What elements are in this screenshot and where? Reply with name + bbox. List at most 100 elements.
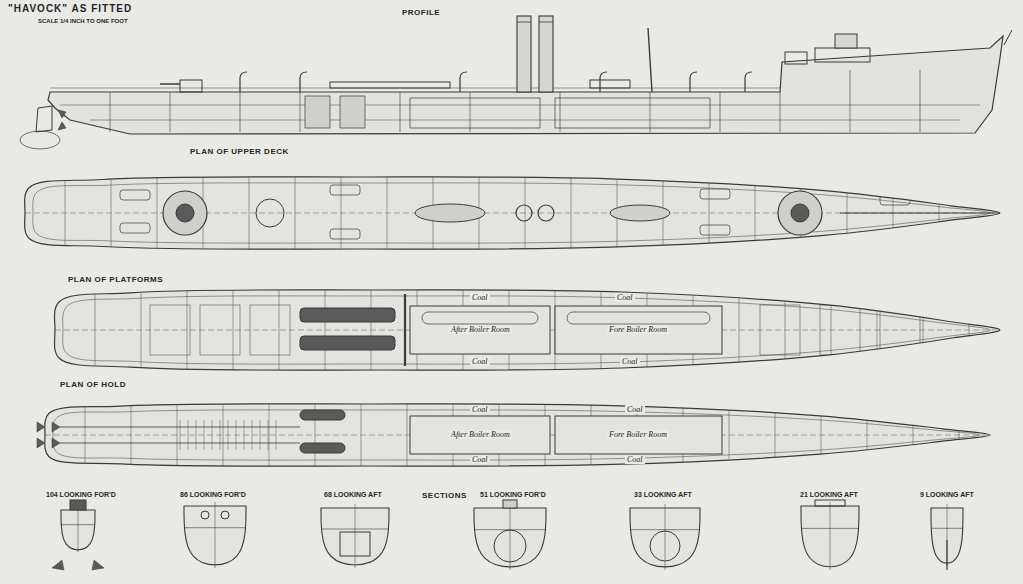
boiler-room	[555, 416, 722, 454]
bridge	[815, 48, 870, 62]
ventilator-plan	[221, 511, 229, 519]
gun-barrel	[160, 83, 180, 85]
bow-line	[840, 212, 1000, 213]
ventilator	[600, 72, 607, 92]
bridge-section	[815, 500, 845, 506]
skylight	[256, 199, 284, 227]
gun-mount	[70, 500, 86, 510]
frame-line	[269, 404, 270, 466]
frame-line	[775, 404, 776, 466]
bulkhead	[720, 92, 721, 132]
section-label: 51 LOOKING FOR'D	[478, 491, 548, 499]
section-label: 104 LOOKING FOR'D	[44, 491, 118, 499]
frame-line	[111, 177, 112, 249]
hull-interior	[55, 290, 1000, 370]
shaft-tunnel-tick	[236, 420, 237, 450]
space-label: Coal	[620, 357, 640, 366]
rudder	[36, 106, 52, 132]
space-label: Coal	[470, 455, 490, 464]
section-21	[801, 500, 859, 570]
gun-mount	[180, 80, 202, 92]
engine	[300, 308, 395, 322]
condenser	[300, 443, 345, 453]
shaft-tunnel-tick	[212, 420, 213, 450]
boiler-section	[650, 531, 680, 561]
frame-line	[157, 177, 158, 249]
frame-line	[877, 290, 878, 370]
frame-line	[223, 404, 224, 466]
hull-outline	[25, 177, 1000, 249]
deck-line	[90, 120, 960, 121]
boiler-section	[494, 530, 526, 562]
space-label: Coal	[470, 293, 490, 302]
section-label: 68 LOOKING AFT	[322, 491, 384, 499]
space-label: After Boiler Room	[449, 325, 512, 334]
frame-line	[755, 177, 756, 249]
cabin	[880, 305, 920, 355]
view-title: PLAN OF UPPER DECK	[188, 147, 291, 156]
frame-line	[295, 177, 296, 249]
shaft-tunnel-tick	[204, 420, 205, 450]
funnel	[517, 16, 531, 92]
frame-line	[913, 404, 914, 466]
deck-house	[330, 82, 450, 88]
frame-line	[969, 290, 970, 370]
deck-house	[590, 80, 630, 88]
funnel-plan	[516, 205, 532, 221]
boiler-room	[410, 416, 550, 454]
frame-line	[85, 404, 86, 466]
frame-line	[525, 177, 526, 249]
space-label: Fore Boiler Room	[607, 430, 669, 439]
frame-line	[739, 290, 740, 370]
propeller-plan	[52, 422, 60, 448]
boiler-profile	[410, 98, 540, 128]
bulkhead	[300, 92, 301, 132]
funnel-plan	[538, 205, 554, 221]
section-label: 21 LOOKING AFT	[798, 491, 860, 499]
frame-line	[95, 290, 96, 370]
bulkhead	[110, 92, 111, 132]
bulkhead	[920, 70, 921, 132]
view-title: PROFILE	[400, 8, 442, 17]
hull-interior	[25, 177, 1000, 249]
mast	[648, 28, 652, 92]
space-label: Coal	[470, 405, 490, 414]
torpedo-tube	[415, 204, 485, 222]
frame-line	[785, 290, 786, 370]
deck-fitting	[120, 223, 150, 233]
deck-line	[60, 105, 980, 106]
gun-platform	[791, 204, 809, 222]
section-label: 33 LOOKING AFT	[632, 491, 694, 499]
space-label: Coal	[470, 357, 490, 366]
cabin	[150, 305, 190, 355]
frame-line	[279, 290, 280, 370]
frame-line	[131, 404, 132, 466]
hull-outline	[45, 404, 990, 466]
gun-platform	[163, 191, 207, 235]
section-centre	[830, 502, 831, 570]
shaft-tunnel-tick	[276, 420, 277, 450]
space-label: Coal	[615, 293, 635, 302]
shaft-tunnel-tick	[228, 420, 229, 450]
torpedo-tube	[610, 205, 670, 221]
propeller-blades	[52, 560, 104, 570]
section-104	[52, 500, 104, 570]
shaft-tunnel-tick	[188, 420, 189, 450]
engine-profile	[340, 96, 365, 128]
gun-mount	[785, 52, 807, 64]
deck-fitting	[880, 195, 910, 205]
bulkhead	[850, 70, 851, 132]
stem-line	[946, 540, 947, 570]
view-title: PLAN OF PLATFORMS	[66, 275, 165, 284]
boiler-profile	[555, 98, 710, 128]
scale-note: SCALE 1/4 INCH TO ONE FOOT	[36, 18, 130, 25]
section-9	[931, 504, 963, 570]
boiler-room	[555, 306, 722, 354]
deck-fitting	[700, 225, 730, 235]
boiler-room	[410, 306, 550, 354]
frame-line	[371, 290, 372, 370]
deck-fitting	[120, 190, 150, 200]
section-centre	[665, 504, 666, 570]
section-centre	[215, 502, 216, 568]
